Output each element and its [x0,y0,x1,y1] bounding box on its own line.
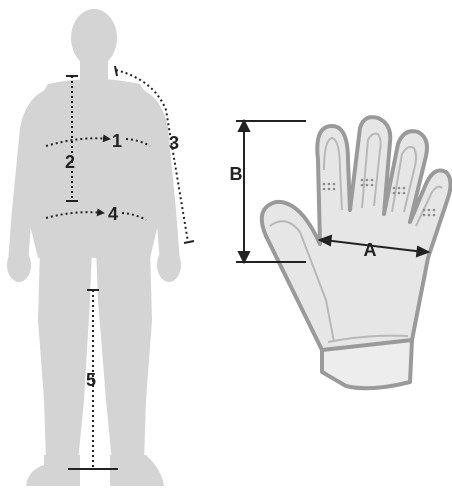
measure-b-arrow-bottom [239,252,249,262]
left-boot [26,455,80,486]
label-4: 4 [108,204,118,224]
left-leg [38,248,92,462]
glove-body [262,117,451,350]
label-a: A [364,240,377,260]
left-hand [7,248,31,282]
neck [80,58,108,82]
label-3: 3 [169,133,179,153]
right-leg [96,248,152,462]
right-hand [157,248,181,282]
measure-b-arrow-top [239,121,249,131]
torso [30,79,158,258]
label-1: 1 [112,131,122,151]
label-5: 5 [86,370,96,390]
right-boot [110,455,164,486]
body-silhouette-icon [7,9,181,486]
label-b: B [230,164,243,184]
label-2: 2 [65,152,75,172]
measure-3-bottom-cap [184,241,194,243]
